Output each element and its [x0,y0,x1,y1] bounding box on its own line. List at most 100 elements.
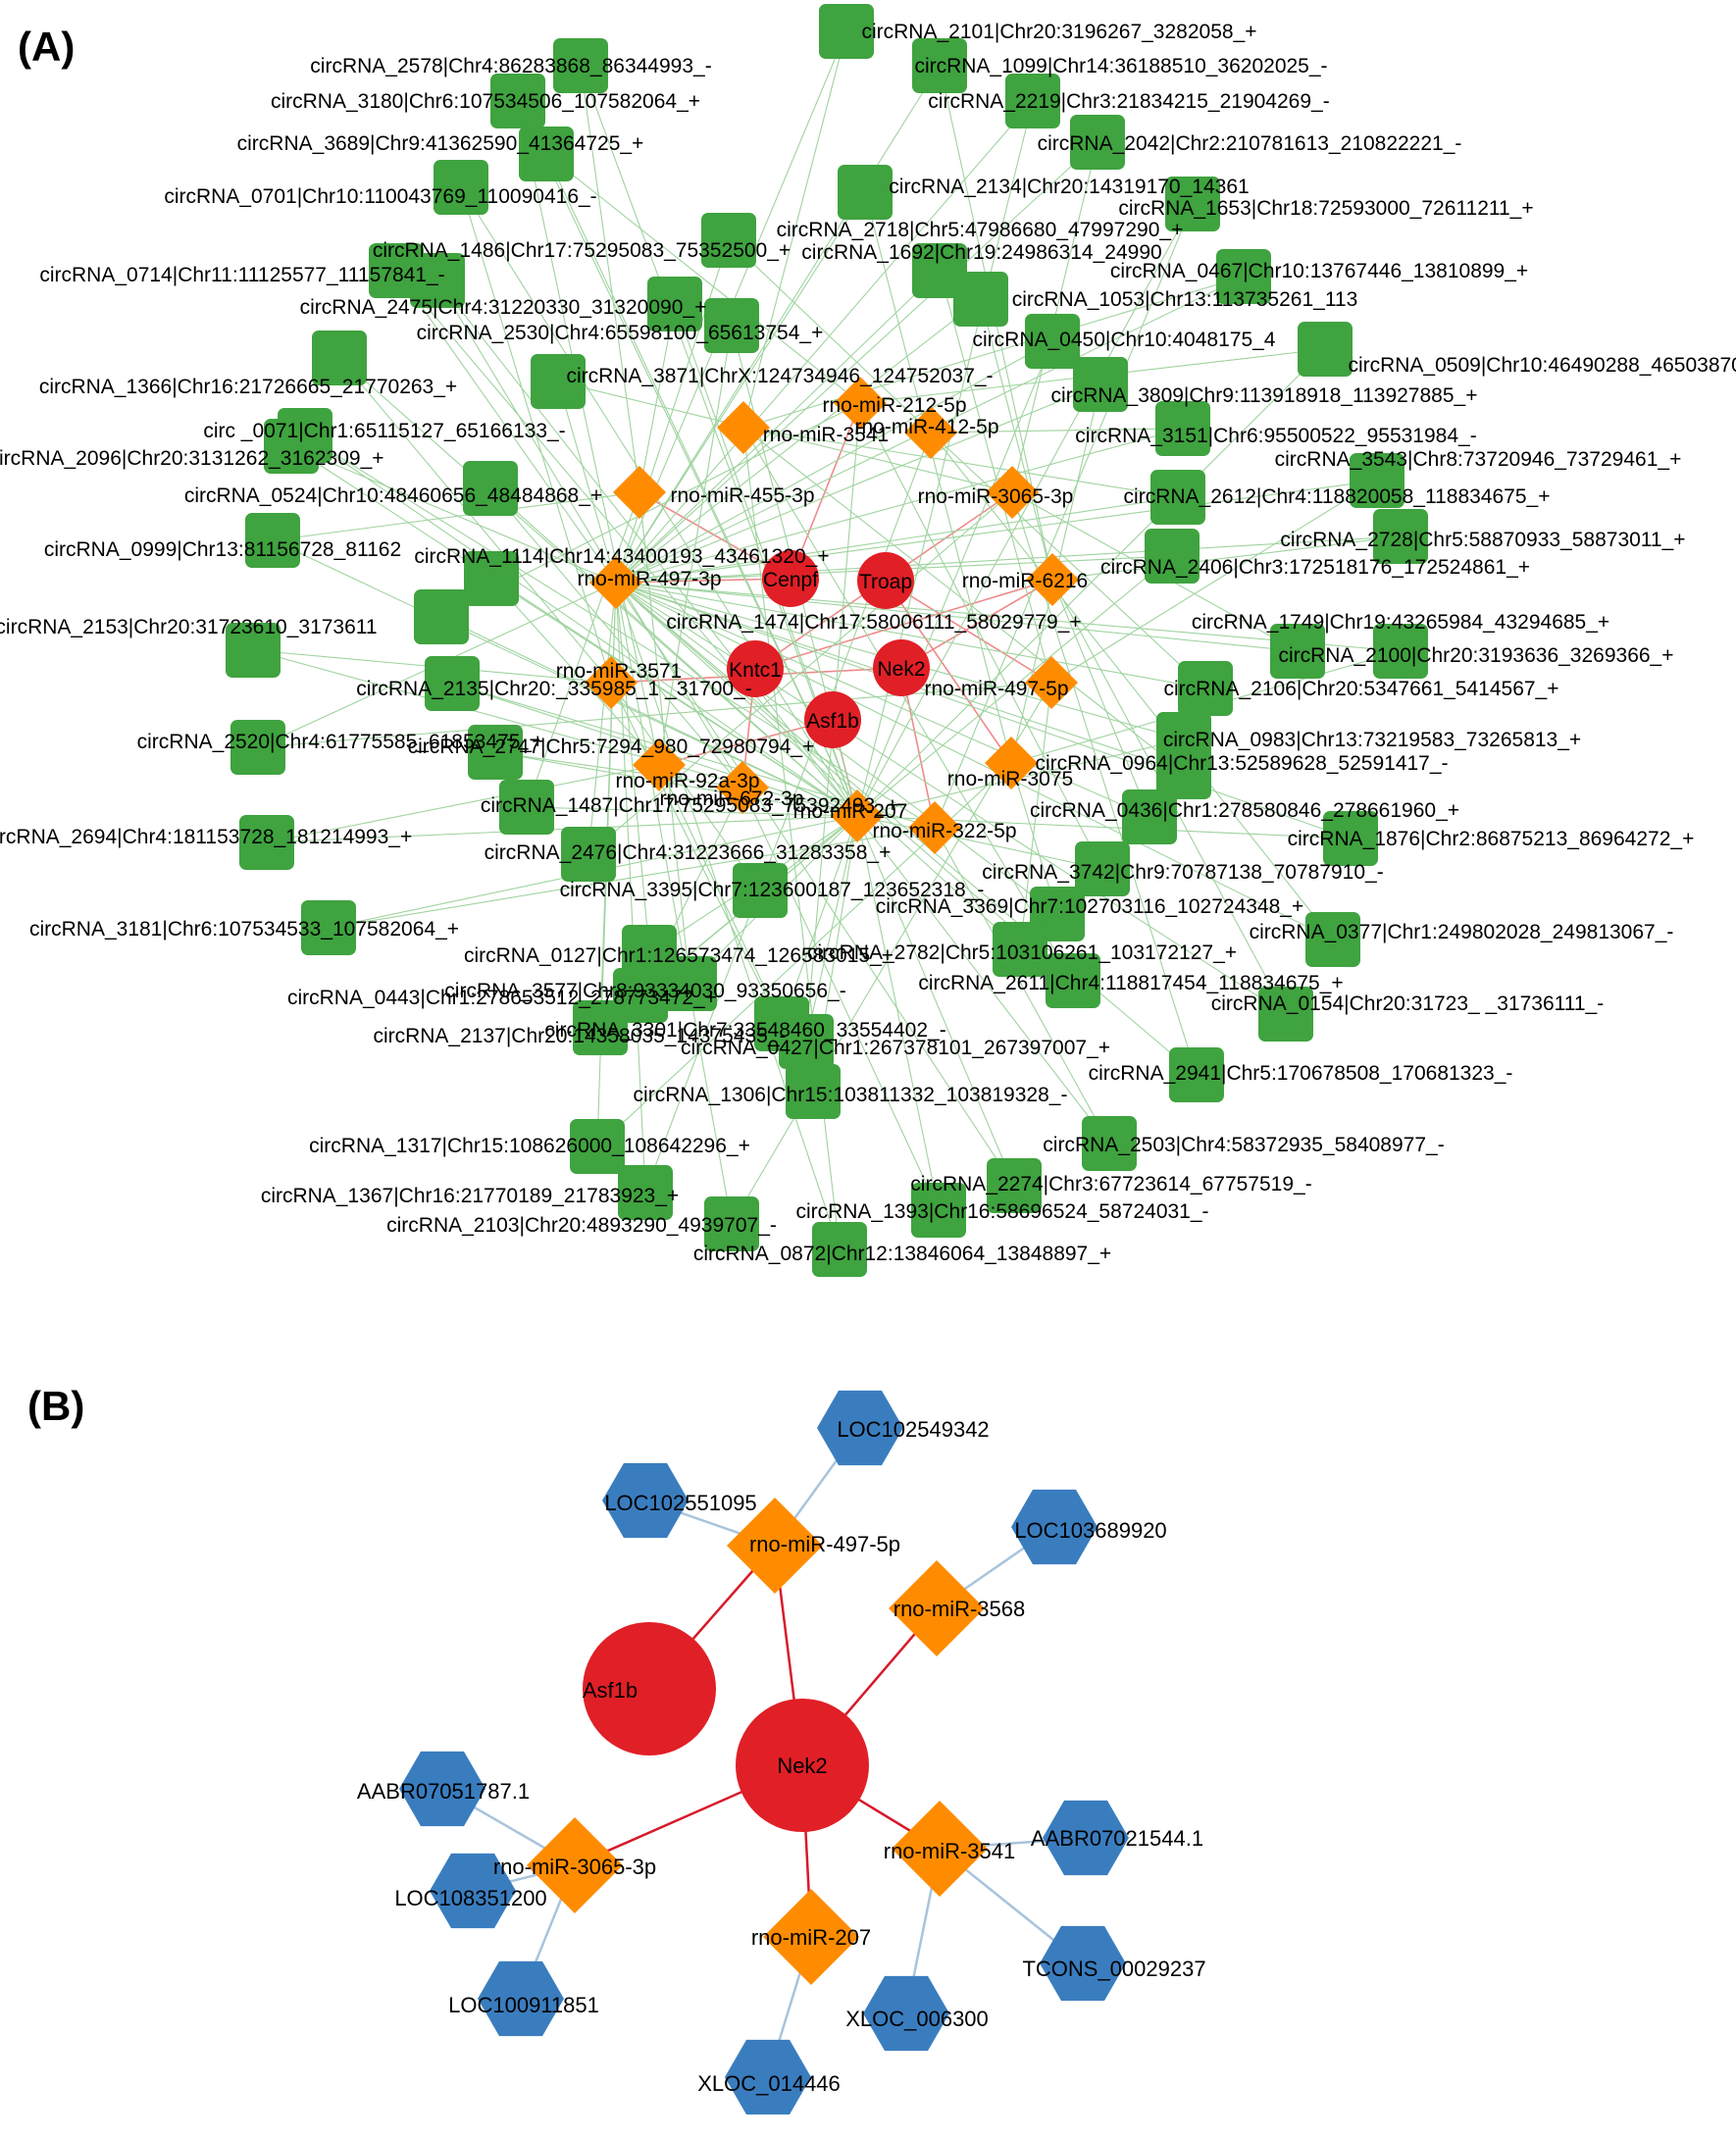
circrna-label: circRNA_1486|Chr17:75295083_75352500_+ [373,239,791,262]
circrna-label: circRNA_2728|Chr5:58870933_58873011_+ [1280,529,1685,551]
circrna-label: circRNA_3689|Chr9:41362590_41364725_+ [237,132,644,155]
circrna-label: circRNA_3742|Chr9:70787138_70787910_- [982,861,1383,884]
lncrna-node-aabr07051787-1 [399,1751,485,1827]
circrna-label: circ _0071|Chr1:65115127_65166133_- [203,420,565,442]
circrna-mirna-edge [1050,480,1378,684]
circrna-node [1145,529,1200,584]
mirna-label-rno-mir-322-5p: rno-miR-322-5p [872,820,1016,842]
lncrna-label-xloc-006300: XLOC_006300 [845,2007,989,2031]
circrna-mirna-edge [266,815,858,843]
circrna-node [1270,624,1325,679]
mirna-label-rno-mir-6216: rno-miR-6216 [962,570,1088,592]
circrna-label: circRNA_0714|Chr11:11125577_11157841_- [39,264,444,286]
circrna-node [312,331,367,385]
circrna-label: circRNA_1114|Chr14:43400193_43461320_+ [414,545,829,568]
mirna-node-rno-mir-212-5p [834,377,887,430]
circrna-mirna-edge [864,191,1012,764]
circrna-mirna-edge [338,357,612,684]
panel-a-network: circRNA_2101|Chr20:3196267_3282058_+circ… [0,4,1736,1277]
circrna-mirna-edge [328,827,936,929]
mirna-label-rno-mir-497-5p: rno-miR-497-5p [749,1532,900,1556]
mirna-label-rno-mir-3571: rno-miR-3571 [556,660,682,683]
circrna-label: circRNA_3180|Chr6:107534506_107582064_+ [271,90,700,113]
circrna-mirna-edge [615,428,1184,584]
circrna-mirna-edge [580,65,640,493]
mirna-label-rno-mir-3075: rno-miR-3075 [947,768,1073,790]
mirna-node-rno-mir-207 [763,1889,859,1985]
circrna-mirna-edge [742,427,1185,773]
mirna-node-rno-mir-455-3p [613,466,666,519]
circrna-mirna-edge [526,806,858,817]
circrna-mirna-edge [610,682,761,891]
mirna-label-rno-mir-3065-3p: rno-miR-3065-3p [918,485,1074,508]
mrna-label-asf1b: Asf1b [583,1678,638,1703]
circrna-label: circRNA_1749|Chr19:43265984_43294685_+ [1192,611,1609,634]
circrna-label: circRNA_2718|Chr5:47986680_47997290_+ [777,219,1184,241]
circrna-label: circRNA_2042|Chr2:210781613_210822221_- [1038,132,1462,155]
circrna-label: circRNA_2274|Chr3:67723614_67757519_- [910,1173,1311,1195]
circrna-node [953,272,1008,327]
circrna-label: circRNA_0509|Chr10:46490288_46503870_- [1348,354,1736,377]
circrna-mirna-edge [934,203,1194,829]
circrna-label: circRNA_2475|Chr4:31220330_31320090_+ [300,296,707,319]
circrna-mirna-edge [615,496,1179,584]
mirna-node-rno-mir-672-3p [716,761,769,814]
mirna-label-rno-mir-92a-3p: rno-miR-92a-3p [615,770,759,792]
circrna-mirna-edge [290,445,617,584]
circrna-node [912,38,967,93]
circrna-label: circRNA_2153|Chr20:31723610_3173611 [0,616,378,638]
circrna-label: circRNA_0427|Chr1:267378101_267397007_+ [681,1037,1110,1059]
circrna-node [264,419,319,474]
circrna-mirna-edge [615,298,982,584]
circrna-node [226,623,281,678]
mirna-label-rno-mir-3541: rno-miR-3541 [884,1839,1016,1863]
circrna-node [701,213,756,268]
circrna-mirna-edge [615,582,650,953]
circrna-mirna-edge [460,186,612,684]
circrna-label: circRNA_1306|Chr15:103811332_103819328_- [634,1084,1068,1106]
circrna-mirna-edge [615,191,866,584]
mrna-label-troap: Troap [859,571,912,593]
lncrna-node-loc102551095 [602,1462,689,1539]
circrna-mirna-edge [1051,535,1402,581]
circrna-mirna-edge [638,491,690,985]
circrna-mirna-edge [980,298,1053,581]
circrna-label: circRNA_0436|Chr1:278580846_278661960_+ [1030,799,1459,822]
lncrna-node-loc108351200 [430,1853,516,1929]
circrna-node [230,720,285,775]
circrna-node [463,461,518,516]
circrna-mirna-edge [615,582,841,1250]
circrna-mirna-edge [859,402,1103,870]
mirna-node-rno-mir-3075 [985,737,1038,789]
circrna-label: circRNA_1367|Chr16:21770189_21783923_+ [261,1185,679,1207]
mirna-node-rno-mir-207 [831,789,884,842]
circrna-mirna-edge [490,578,858,817]
mirna-label-rno-mir-3065-3p: rno-miR-3065-3p [493,1855,656,1879]
circrna-mirna-edge [939,270,1052,684]
circrna-mirna-edge [526,491,640,808]
circrna-label: circRNA_0377|Chr1:249802028_249813067_- [1250,921,1674,943]
circrna-mirna-edge [615,582,1402,652]
circrna-mirna-edge [615,582,1015,1187]
circrna-label: circRNA_3543|Chr8:73720946_73729461_+ [1275,448,1682,471]
circrna-mirna-edge [436,280,858,817]
mirna-node-rno-mir-3541 [717,401,770,454]
mirna-label-rno-mir-3568: rno-miR-3568 [894,1597,1026,1621]
circrna-label: circRNA_2611|Chr4:118817454_118834675_+ [918,972,1343,994]
circrna-label: circRNA_2134|Chr20:14319170_14361 [889,176,1249,198]
mirna-mrna-edge [885,580,1052,684]
circrna-mirna-edge [615,582,1150,818]
circrna-node [573,1000,628,1055]
circrna-node [1156,744,1211,799]
circrna-node [434,160,488,215]
mirna-mrna-edge [790,402,861,580]
circrna-label: circRNA_2106|Chr20:5347661_5414567_+ [1163,678,1558,700]
circrna-mirna-edge [856,815,940,1211]
circrna-node [1070,115,1125,170]
circrna-mirna-edge [742,427,1179,498]
circrna-mirna-edge [460,186,858,817]
circrna-label: circRNA_2219|Chr3:21834215_21904269_- [928,90,1329,113]
circrna-node [1082,1116,1137,1171]
circrna-node [570,1119,625,1174]
mrna-label-kntc1: Kntc1 [729,659,782,682]
